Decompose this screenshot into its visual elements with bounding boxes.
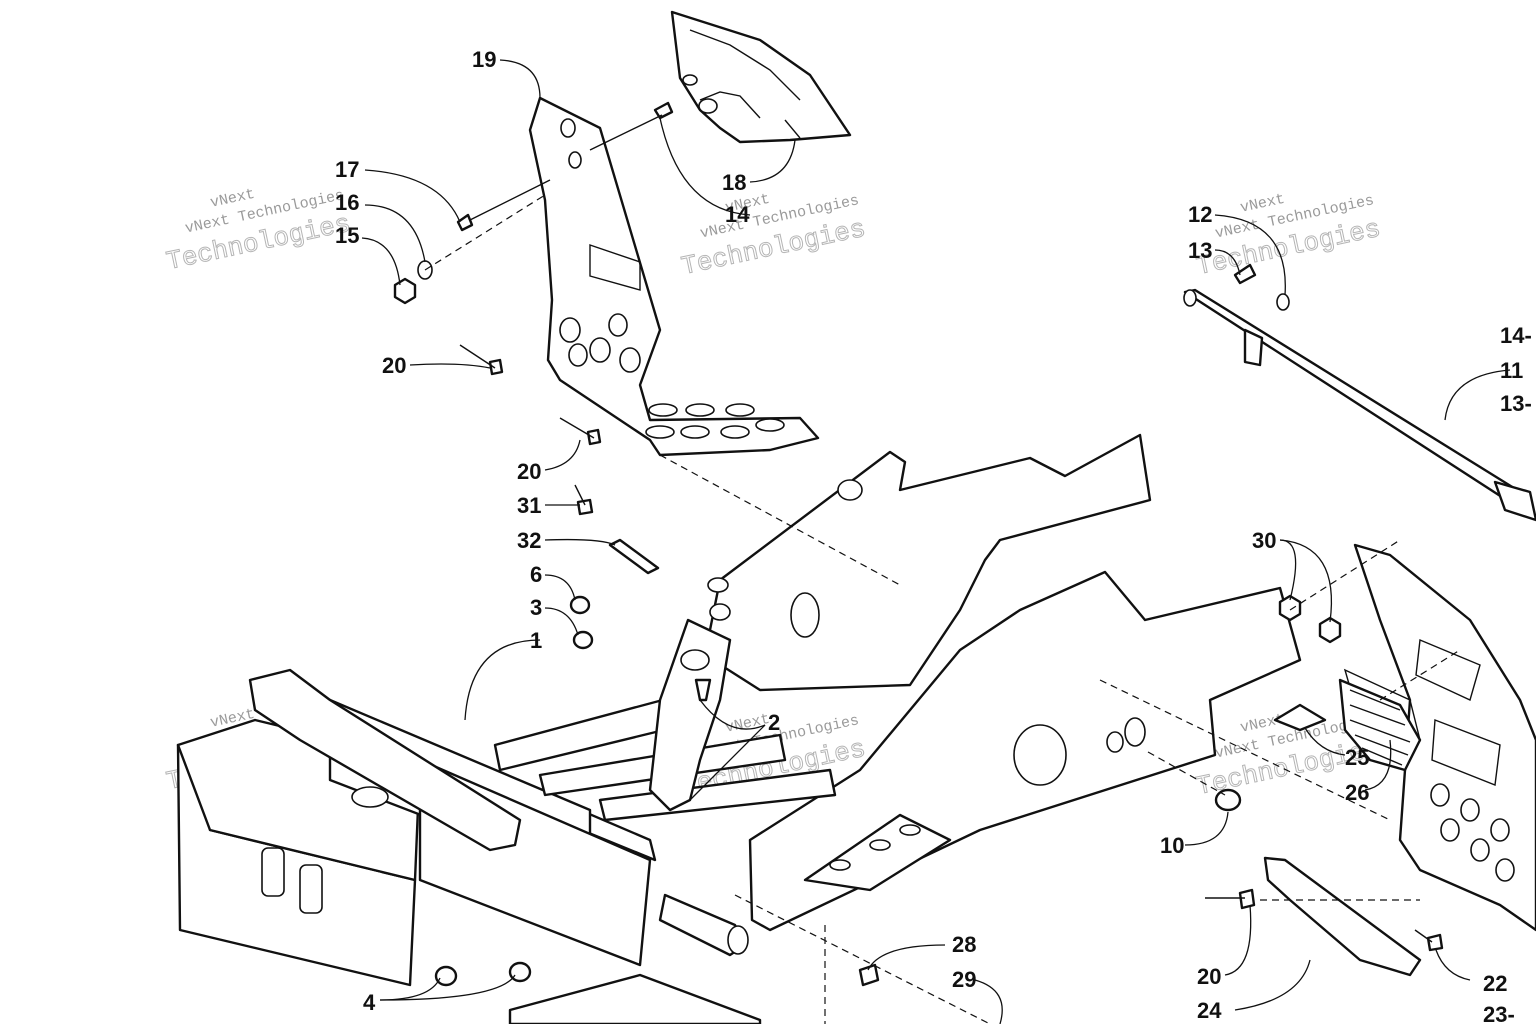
callout-12: 12 [1188, 202, 1212, 227]
callout-16: 16 [335, 190, 359, 215]
callout-18: 18 [722, 170, 746, 195]
callout-6: 6 [530, 562, 542, 587]
callout-10: 10 [1160, 833, 1184, 858]
part-19-bracket [528, 96, 820, 457]
watermark-2: vNext vNext Technologies Technologies [678, 191, 868, 283]
callout-30: 30 [1252, 528, 1276, 553]
callout-19: 19 [472, 47, 496, 72]
part-24-plate [1263, 856, 1422, 977]
callout-3: 3 [530, 595, 542, 620]
callout-17: 17 [335, 157, 359, 182]
part-26-right-bracket [1343, 543, 1536, 932]
callout-31: 31 [517, 493, 541, 518]
callout-24: 24 [1197, 998, 1222, 1023]
callout-14-right: 14- [1500, 323, 1532, 348]
watermark-3: vNext vNext Technologies Technologies [1193, 191, 1383, 283]
callout-14-upper: 14 [725, 202, 750, 227]
callout-26: 26 [1345, 780, 1369, 805]
part-18-cover [670, 10, 852, 144]
callout-25: 25 [1345, 745, 1369, 770]
callout-20-b: 20 [517, 459, 541, 484]
callout-2: 2 [768, 710, 780, 735]
part-25-screen [1273, 678, 1422, 772]
callout-32: 32 [517, 528, 541, 553]
callout-11: 11 [1500, 358, 1523, 383]
part-11-shaft [1183, 288, 1536, 522]
fasteners [393, 101, 1444, 987]
callout-4: 4 [363, 990, 376, 1015]
callout-labels: 19 18 17 16 15 14 20 20 31 32 6 3 1 2 4 … [335, 47, 1532, 1024]
callout-23: 23- [1483, 1002, 1515, 1024]
assembly-lines [424, 194, 1461, 1024]
callout-29: 29 [952, 967, 976, 992]
callout-20-a: 20 [382, 353, 406, 378]
part-1-chassis [176, 433, 1302, 1024]
callout-28: 28 [952, 932, 976, 957]
watermark-1: vNext vNext Technologies Technologies [163, 186, 353, 278]
callout-22: 22 [1483, 971, 1507, 996]
leader-lines [361, 59, 1511, 1024]
callout-20-c: 20 [1197, 964, 1221, 989]
callout-15: 15 [335, 223, 359, 248]
callout-13-b: 13- [1500, 391, 1532, 416]
callout-1: 1 [530, 628, 542, 653]
callout-13-a: 13 [1188, 238, 1212, 263]
